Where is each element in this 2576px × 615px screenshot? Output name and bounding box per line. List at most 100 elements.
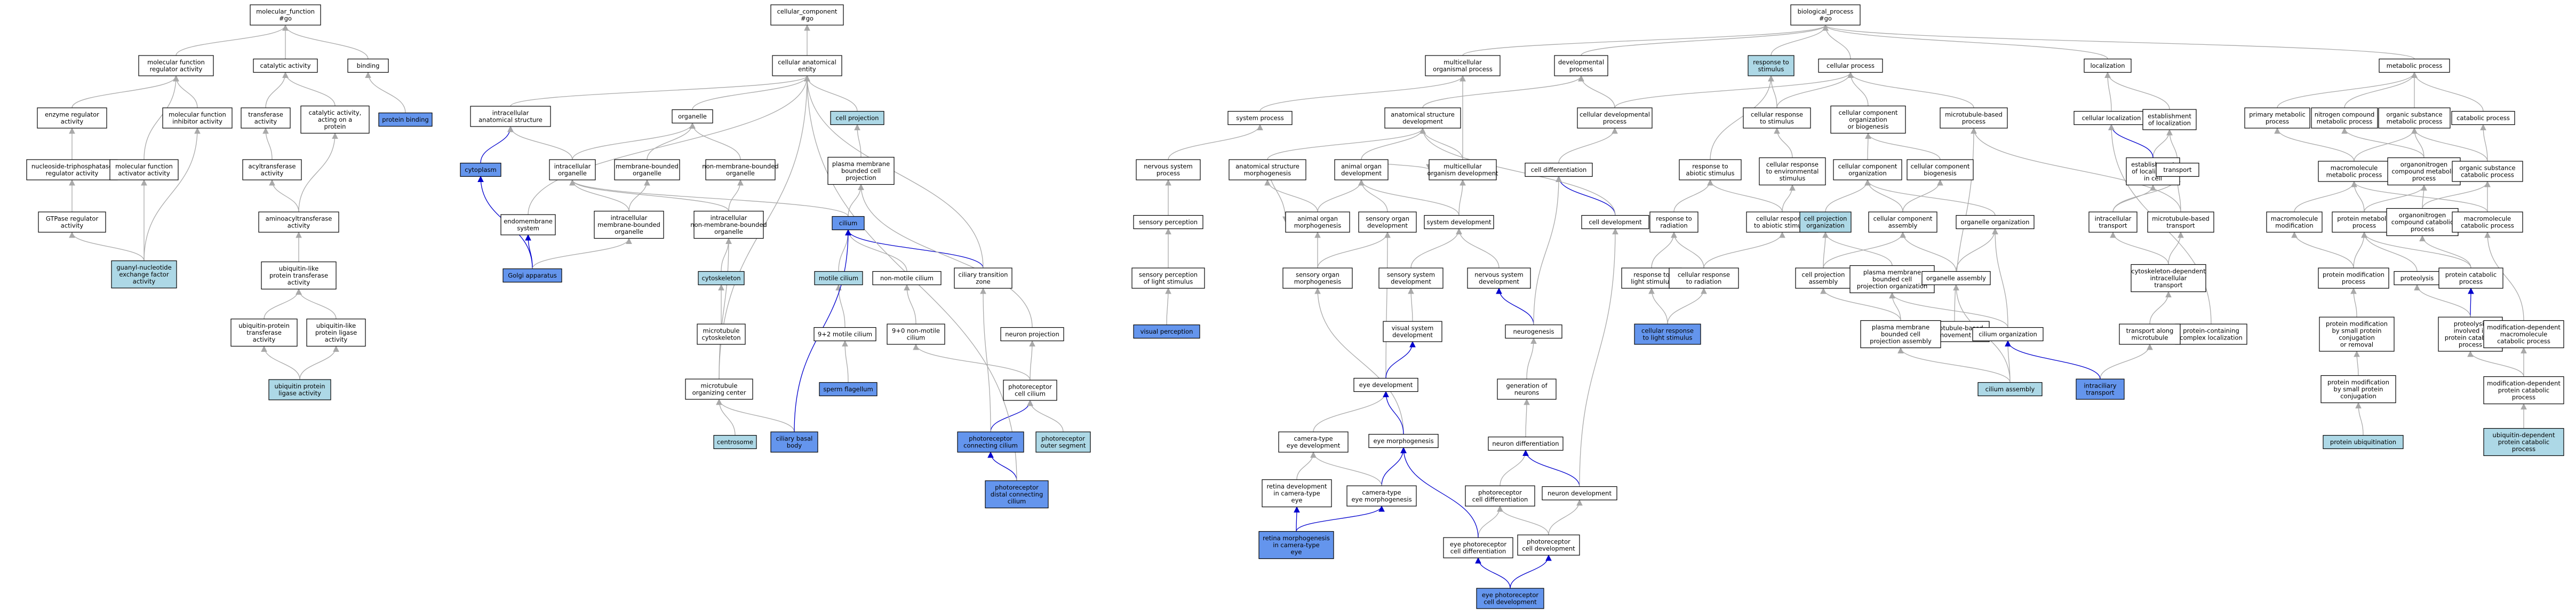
node-neudev[interactable]: neuron development: [1542, 486, 1617, 501]
node-cellproc[interactable]: cellular process: [1818, 58, 1883, 73]
node-moddep[interactable]: modification-dependentmacromoleculecatab…: [2483, 320, 2564, 349]
node-celldiff[interactable]: cell differentiation: [1525, 162, 1593, 177]
node-cc[interactable]: cellular_component#go: [770, 4, 844, 26]
node-golgi[interactable]: Golgi apparatus: [503, 268, 562, 283]
node-c92m[interactable]: 9+2 motile cilium: [814, 327, 876, 342]
node-inmbo[interactable]: intracellularnon-membrane-boundedorganel…: [690, 210, 767, 239]
node-visperc[interactable]: visual perception: [1133, 324, 1200, 339]
node-eyemorph[interactable]: eye morphogenesis: [1368, 433, 1439, 448]
node-cilass[interactable]: cilium assembly: [1977, 382, 2043, 397]
node-cilorg[interactable]: cilium organization: [1972, 327, 2044, 342]
node-metab[interactable]: metabolic process: [2379, 58, 2450, 73]
node-transport[interactable]: transport: [2156, 162, 2199, 177]
node-cilium[interactable]: cilium: [832, 216, 865, 231]
node-mf[interactable]: molecular_function#go: [250, 4, 321, 26]
node-bp[interactable]: biological_process#go: [1790, 4, 1861, 26]
node-catab[interactable]: catabolic process: [2451, 111, 2515, 125]
node-catal[interactable]: catalytic activity: [253, 58, 318, 73]
node-organelle[interactable]: organelle: [672, 109, 713, 124]
node-eyedev[interactable]: eye development: [1353, 377, 1418, 392]
node-celloc[interactable]: cellular localization: [2073, 111, 2149, 125]
node-celldev[interactable]: cell development: [1581, 215, 1649, 230]
node-protubq[interactable]: protein ubiquitination: [2323, 435, 2404, 450]
node-neudiff[interactable]: neuron differentiation: [1488, 436, 1564, 451]
node-sysdev[interactable]: system development: [1424, 215, 1494, 230]
node-nonmotcil[interactable]: non-motile cilium: [872, 271, 942, 286]
node-cytoskel[interactable]: cytoskeleton: [698, 271, 745, 286]
